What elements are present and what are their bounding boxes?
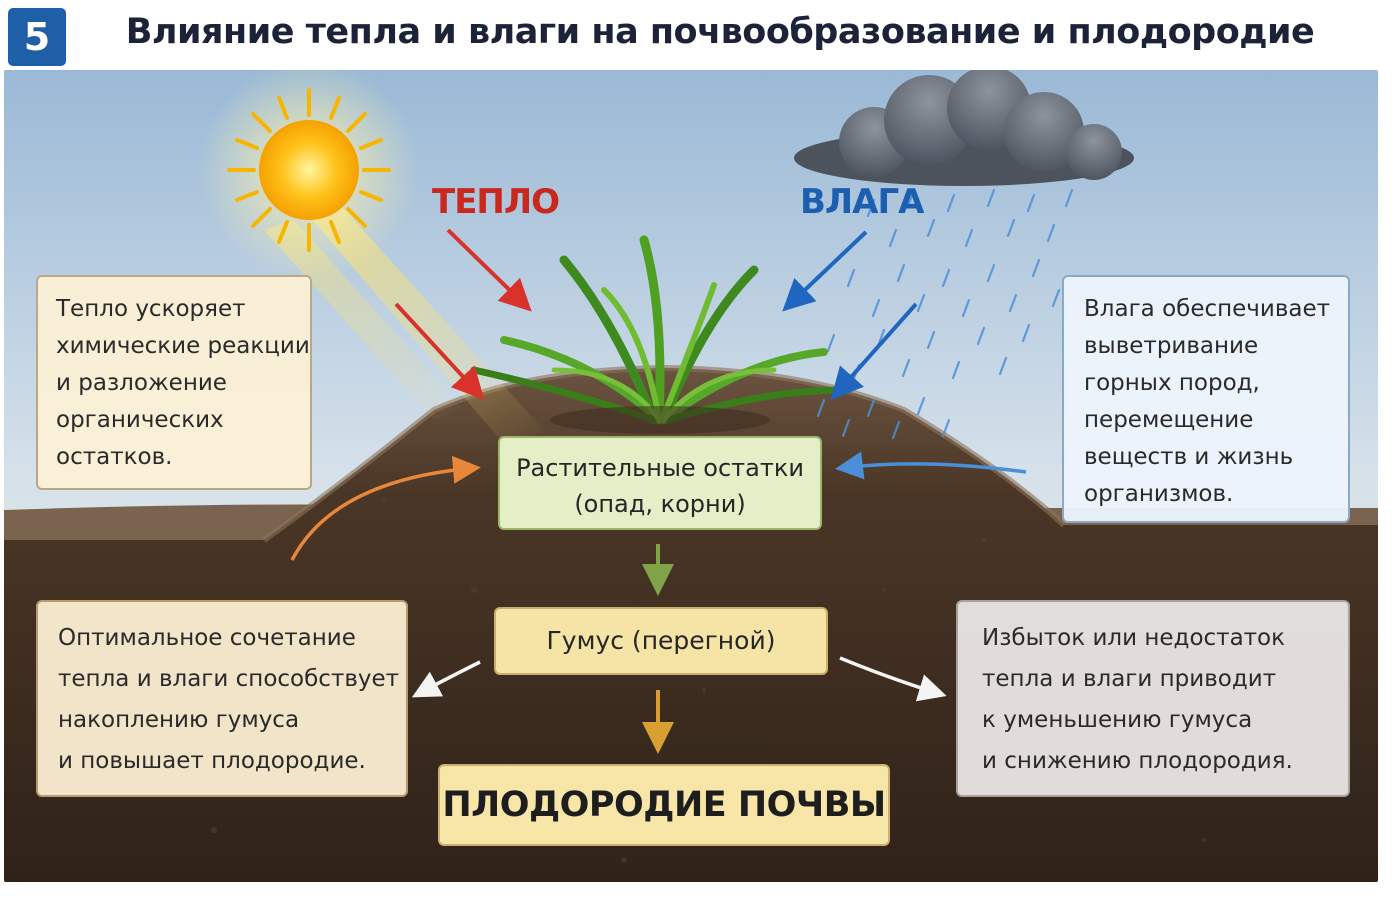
moisture-info-line: веществ и жизнь [1084, 444, 1294, 470]
heat-arrow-1 [446, 228, 532, 312]
section-number-badge: 5 [8, 8, 66, 66]
imbalance-line: к уменьшению гумуса [982, 707, 1253, 733]
humus-to-imbalance-arrow [839, 656, 947, 702]
plant-residues-box: Растительные остатки (опад, корни) [498, 436, 822, 530]
moisture-arrow-2 [830, 302, 918, 400]
moisture-info-line: Влага обеспечивает [1084, 296, 1331, 322]
humus-to-optimal-arrow [411, 660, 481, 698]
moisture-label: ВЛАГА [800, 182, 924, 222]
humus-box: Гумус (перегной) [494, 607, 828, 675]
optimal-line: Оптимальное сочетание [58, 625, 356, 651]
plant-residues-subtitle: (опад, корни) [574, 490, 746, 518]
moisture-info-line: перемещение [1084, 407, 1254, 433]
optimal-line: накоплению гумуса [58, 707, 300, 733]
imbalance-line: тепла и влаги приводит [982, 666, 1277, 692]
page-title: Влияние тепла и влаги на почвообразовани… [125, 12, 1315, 52]
heat-arrow-2 [394, 302, 485, 400]
moisture-arrow-1 [782, 230, 868, 312]
rain-drops [816, 188, 1074, 440]
moisture-info-line: выветривание [1084, 333, 1259, 359]
heat-info-line: Тепло ускоряет [56, 296, 246, 322]
moisture-info-line: горных пород, [1084, 370, 1260, 396]
optimal-line: тепла и влаги способствует [58, 666, 400, 692]
rain-cloud-icon [794, 70, 1134, 186]
optimal-conditions-box: Оптимальное сочетание тепла и влаги спос… [36, 600, 408, 797]
moisture-info-line: организмов. [1084, 481, 1234, 507]
heat-info-line: и разложение [56, 370, 227, 396]
heat-info-line: органических [56, 407, 224, 433]
moisture-info-box: Влага обеспечивает выветривание горных п… [1062, 275, 1350, 523]
diagram-scene: ТЕПЛО ВЛАГА Тепло ускоряет химические ре… [4, 70, 1378, 882]
heat-to-residues-arrow [290, 455, 481, 561]
imbalance-box: Избыток или недостаток тепла и влаги при… [956, 600, 1350, 797]
moisture-to-residues-arrow [835, 451, 1027, 480]
sun-icon [227, 88, 391, 252]
imbalance-line: и снижению плодородия. [982, 748, 1293, 774]
soil-fertility-box: ПЛОДОРОДИЕ ПОЧВЫ [438, 764, 890, 846]
heat-info-box: Тепло ускоряет химические реакции и разл… [36, 275, 312, 490]
heat-info-line: химические реакции [56, 333, 310, 359]
imbalance-line: Избыток или недостаток [982, 625, 1286, 651]
heat-label: ТЕПЛО [432, 182, 560, 222]
header: 5 Влияние тепла и влаги на почвообразова… [0, 0, 1400, 72]
heat-info-line: остатков. [56, 444, 173, 470]
optimal-line: и повышает плодородие. [58, 748, 366, 774]
plant-residues-title: Растительные остатки [516, 454, 804, 482]
